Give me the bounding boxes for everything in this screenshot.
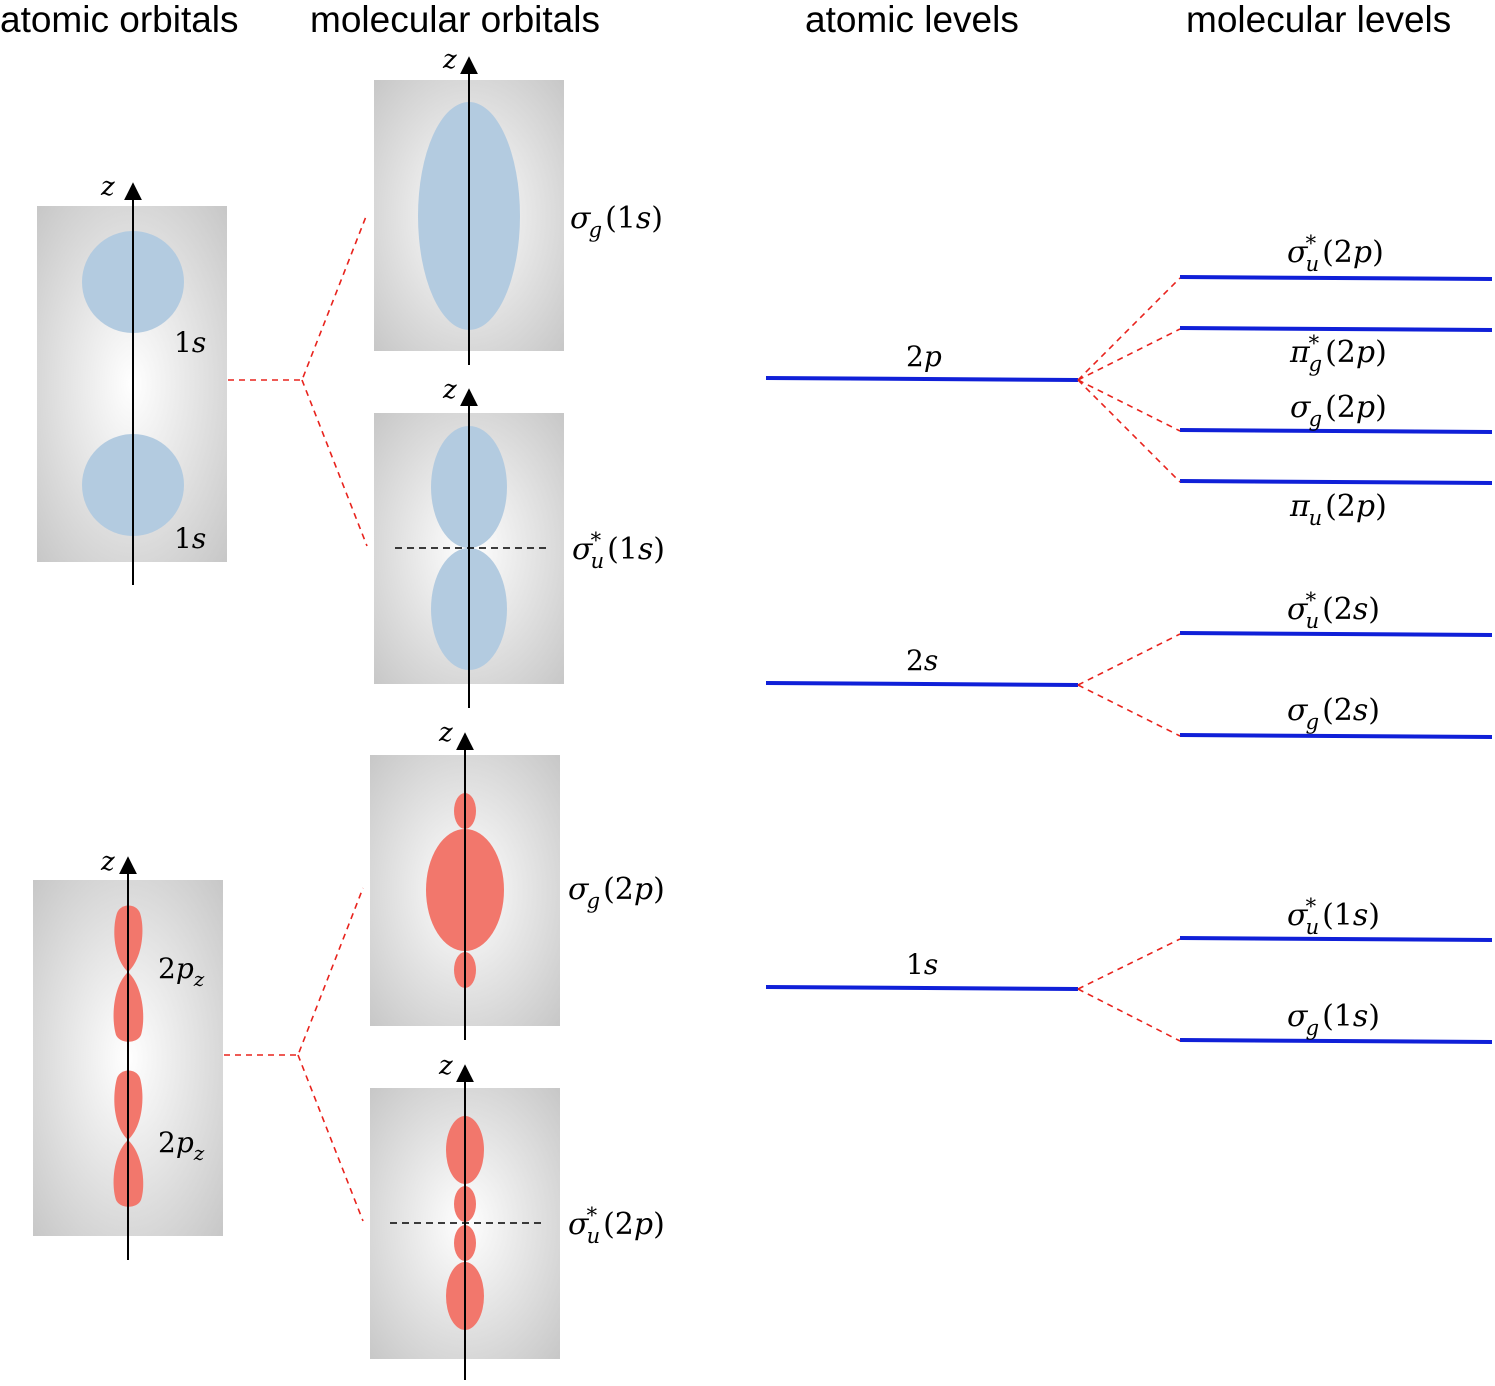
- mo-label-sigma-g-1s: σg(1s): [570, 201, 663, 242]
- connector-2s-sigma-g: [1077, 684, 1181, 737]
- header-molecular-orbitals: molecular orbitals: [310, 0, 600, 40]
- molecular-level-sigma-u-star-1s: [1179, 936, 1493, 942]
- mo-label-sigma-g-2p: σg(2p): [568, 872, 665, 913]
- connector-2p-pi-u: [1077, 379, 1181, 483]
- atomic-level-label-1s: 1s: [906, 948, 938, 981]
- term-symbol: σ*u(2p): [568, 1204, 665, 1248]
- z-axis-label: z: [100, 847, 115, 877]
- z-axis-label: z: [442, 375, 457, 405]
- connector-1s-to-sigma-g: [228, 213, 368, 381]
- level-label-sigma-u-star-2p: σ*u(2p): [1287, 232, 1384, 276]
- term-symbol: πu(2p): [1289, 489, 1387, 530]
- mo-sigma-u-star-2p-panel: z: [370, 1051, 560, 1380]
- connector-2p-sigma-g: [1077, 379, 1181, 432]
- atomic-level-label-2p: 2p: [906, 340, 942, 373]
- term-symbol: σg(2p): [568, 872, 665, 913]
- molecular-level-pi-u-2p: [1179, 479, 1493, 485]
- level-label-sigma-g-2p: σg(2p): [1290, 390, 1387, 431]
- level-label-pi-g-star-2p: π*g(2p): [1289, 332, 1387, 376]
- connector-2p-to-sigma-g: [224, 887, 364, 1056]
- connector-2s-sigma-u-star: [1077, 633, 1181, 686]
- z-axis-label: z: [100, 172, 115, 202]
- atomic-1s-label-bottom: 1s: [174, 522, 206, 555]
- level-connectors: [1077, 277, 1181, 1042]
- term-symbol: σg(1s): [570, 201, 663, 242]
- mo-sigma-u-star-1s-panel: z: [374, 375, 564, 708]
- header-atomic-levels: atomic levels: [805, 0, 1019, 40]
- term-symbol: σ*u(1s): [572, 529, 665, 573]
- atomic-level-1s: [765, 985, 1079, 991]
- atomic-2p-panel: z 2pz 2pz: [33, 847, 223, 1260]
- term-symbol: σg(2p): [1290, 390, 1387, 431]
- molecular-level-pi-g-star-2p: [1179, 326, 1493, 332]
- term-symbol: σ*u(2p): [1287, 232, 1384, 276]
- connector-1s-sigma-g: [1077, 988, 1181, 1042]
- mo-sigma-g-2p-panel: z: [370, 718, 560, 1040]
- mo-label-sigma-u-star-1s: σ*u(1s): [572, 529, 665, 573]
- header-atomic-orbitals: atomic orbitals: [0, 0, 239, 40]
- level-label-pi-u-2p: πu(2p): [1289, 489, 1387, 530]
- header-molecular-levels: molecular levels: [1186, 0, 1451, 40]
- atomic-level-2s: [765, 681, 1079, 687]
- level-label-sigma-g-1s: σg(1s): [1287, 999, 1380, 1040]
- molecular-level-sigma-u-star-2s: [1179, 631, 1493, 637]
- connector-2p-to-sigma-u-star: [297, 1054, 364, 1222]
- level-label-sigma-u-star-1s: σ*u(1s): [1287, 895, 1380, 939]
- molecular-level-sigma-g-2p: [1179, 428, 1493, 434]
- z-axis-label: z: [438, 1051, 453, 1081]
- atomic-level-label-2s: 2s: [906, 644, 938, 677]
- level-label-sigma-g-2s: σg(2s): [1287, 693, 1380, 734]
- z-axis-label: z: [442, 45, 457, 75]
- atomic-level-2p: [765, 376, 1079, 382]
- connector-2p-pi-g-star: [1077, 328, 1181, 381]
- connector-2p-sigma-u-star: [1077, 277, 1181, 381]
- term-symbol: σg(2s): [1287, 693, 1380, 734]
- z-axis-label: z: [438, 718, 453, 748]
- mo-label-sigma-u-star-2p: σ*u(2p): [568, 1204, 665, 1248]
- mo-sigma-g-1s-panel: z: [374, 45, 564, 365]
- atomic-1s-label-top: 11ss: [174, 326, 206, 359]
- connector-1s-to-sigma-u-star: [301, 379, 368, 547]
- molecular-level-sigma-u-star-2p: [1179, 275, 1493, 281]
- connector-1s-sigma-u-star: [1077, 938, 1181, 990]
- term-symbol: σ*u(1s): [1287, 895, 1380, 939]
- term-symbol: π*g(2p): [1289, 332, 1387, 376]
- molecular-level-sigma-g-2s: [1179, 733, 1493, 739]
- atomic-1s-panel: z 11ss 1s: [37, 172, 227, 585]
- term-symbol: σg(1s): [1287, 999, 1380, 1040]
- molecular-level-sigma-g-1s: [1179, 1038, 1493, 1044]
- term-symbol: σ*u(2s): [1287, 589, 1380, 633]
- level-label-sigma-u-star-2s: σ*u(2s): [1287, 589, 1380, 633]
